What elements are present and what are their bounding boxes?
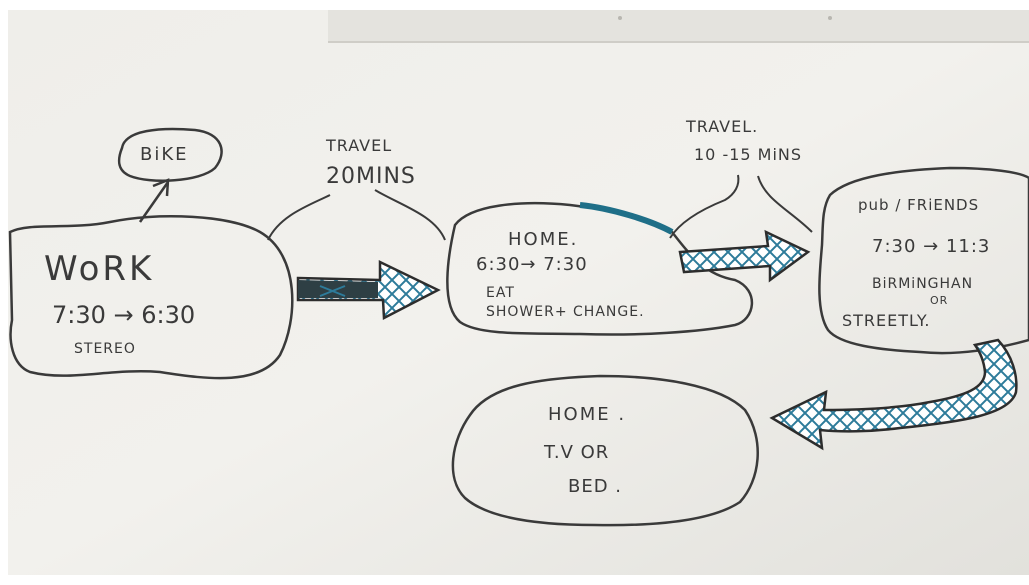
pub-line3: STREETLY. <box>842 311 930 330</box>
home-1-line1: EAT <box>486 285 515 301</box>
pub-cloud: pub / FRiENDS 7:30 → 11:3 BiRMiNGHAN OR … <box>818 166 1029 355</box>
home-2-cloud: HOME . T.V OR BED . <box>451 374 759 527</box>
work-cloud: WoRK 7:30 → 6:30 STEREO <box>8 215 294 380</box>
bike-label: BiKE <box>140 144 189 165</box>
home-1-time: 6:30→ 7:30 <box>476 254 588 275</box>
home-1-title: HOME. <box>508 229 578 250</box>
travel-2-brace <box>669 174 813 239</box>
home-2-line1: T.V OR <box>543 442 609 463</box>
home-2-line2: BED . <box>568 476 622 497</box>
arrow-home-to-pub <box>678 229 811 283</box>
pub-line2: OR <box>930 294 948 307</box>
travel-1-brace <box>267 189 446 241</box>
pub-time: 7:30 → 11:3 <box>872 236 990 257</box>
travel-2-line2: 10 -15 MiNS <box>694 145 802 164</box>
work-title: WoRK <box>44 249 154 289</box>
home-1-cloud: HOME. 6:30→ 7:30 EAT SHOWER+ CHANGE. <box>446 201 754 336</box>
home-2-title: HOME . <box>548 404 626 425</box>
work-note: STEREO <box>74 341 136 357</box>
travel-2-line1: TRAVEL. <box>685 117 758 136</box>
travel-1-line2: 20MINS <box>326 164 416 189</box>
arrow-pub-to-home <box>769 338 1018 451</box>
work-to-bike-arrow <box>138 178 170 223</box>
pub-line1: BiRMiNGHAN <box>872 276 973 292</box>
home-1-line2: SHOWER+ CHANGE. <box>486 304 645 320</box>
work-time: 7:30 → 6:30 <box>52 301 195 329</box>
travel-1-line1: TRAVEL <box>325 136 392 155</box>
bike-bubble: BiKE <box>117 127 223 182</box>
arrow-work-to-home <box>296 260 441 320</box>
board-top-frame <box>328 10 1029 42</box>
pub-title: pub / FRiENDS <box>858 196 979 214</box>
